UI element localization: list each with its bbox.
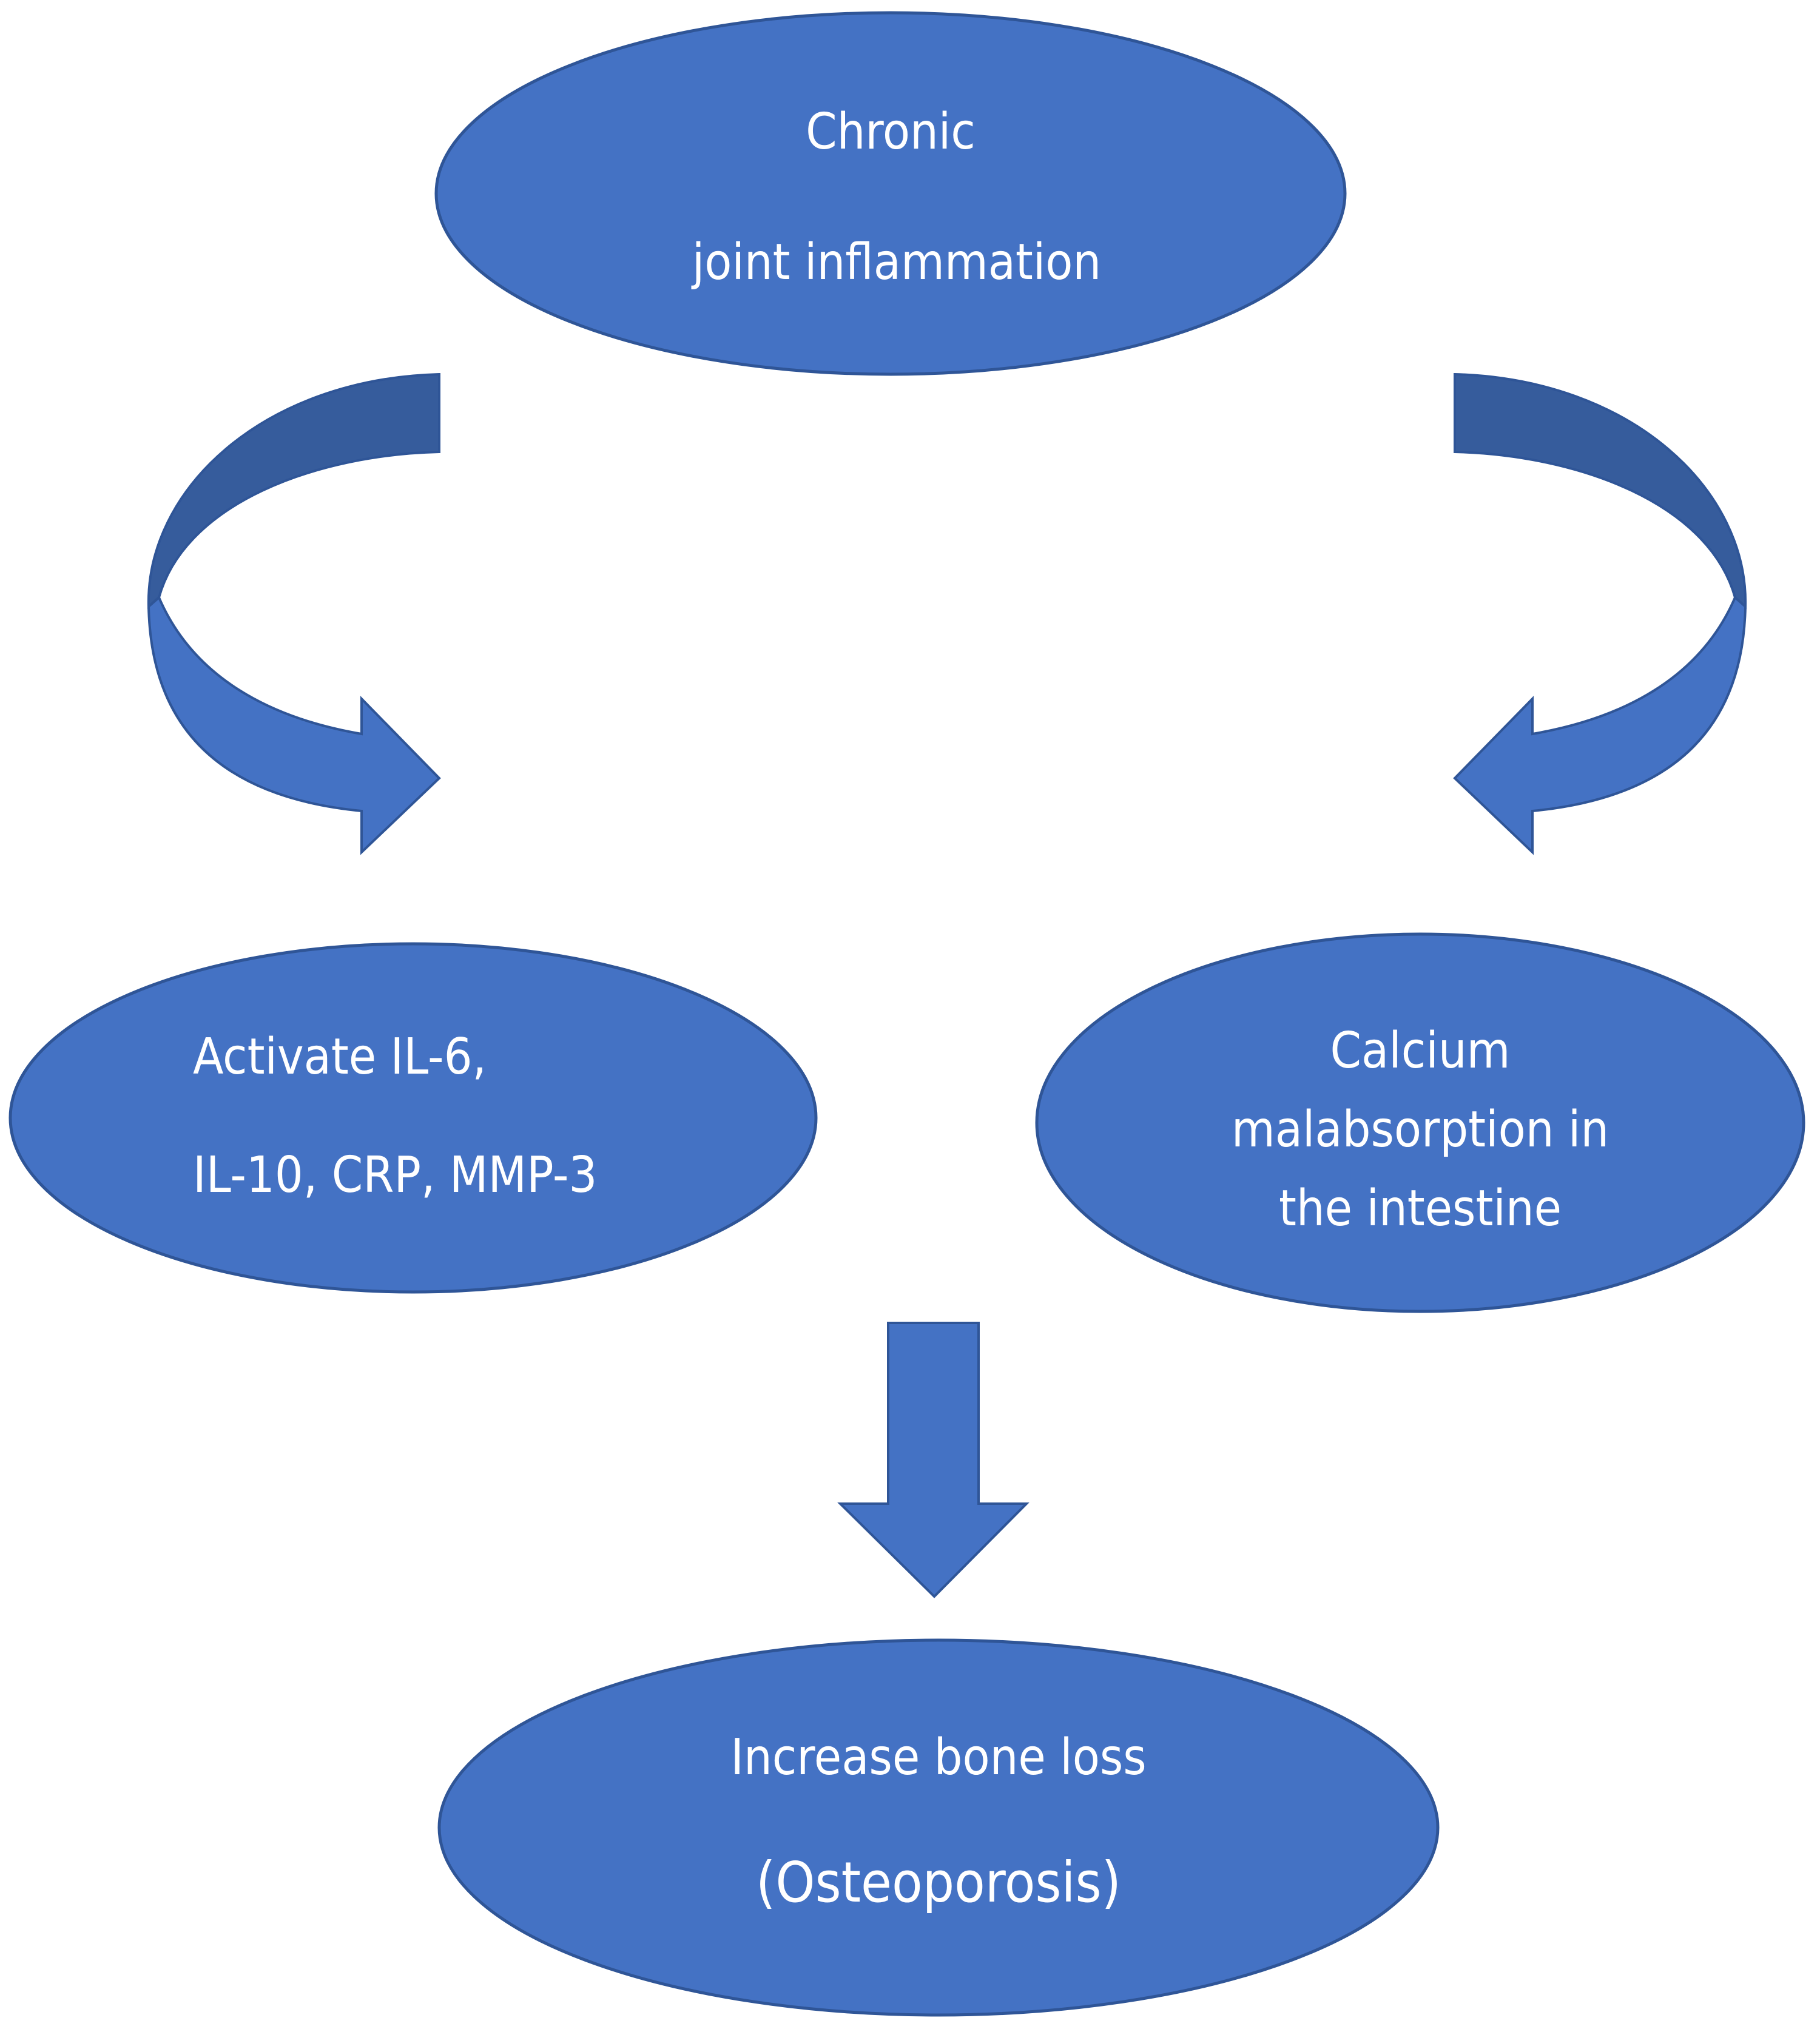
node-right-line-1: Calcium [1330, 1022, 1511, 1080]
node-calcium-malabsorption: Calcium malabsorption in the intestine [1035, 932, 1805, 1313]
node-top-ellipse [434, 11, 1347, 376]
curved-arrow-left [147, 372, 441, 855]
node-top-line-1: Chronic [806, 103, 976, 161]
node-right-ellipse [1035, 932, 1805, 1313]
curved-arrow-left-front [147, 595, 441, 855]
node-right-line-2: malabsorption in [1232, 1101, 1609, 1159]
node-increase-bone-loss: Increase bone loss (Osteoporosis) [437, 1638, 1440, 2017]
node-bottom-line-2: (Osteoporosis) [756, 1850, 1121, 1915]
curved-arrow-right-front [1453, 595, 1747, 855]
node-left-line-1: Activate IL-6, [193, 1028, 487, 1086]
curved-arrow-left-back [147, 372, 440, 610]
node-left-line-2: IL-10, CRP, MMP-3 [193, 1146, 597, 1204]
node-bottom-ellipse [437, 1638, 1440, 2017]
node-right-line-3: the intestine [1279, 1180, 1562, 1237]
down-arrow [837, 1322, 1030, 1598]
node-left-ellipse [8, 942, 818, 1294]
node-top-line-2: joint inflammation [691, 234, 1101, 291]
node-activate-cytokines: Activate IL-6, IL-10, CRP, MMP-3 [8, 942, 818, 1294]
node-bottom-line-1: Increase bone loss [730, 1729, 1147, 1786]
node-chronic-joint-inflammation: Chronic joint inflammation [434, 11, 1347, 376]
curved-arrow-right [1453, 372, 1747, 855]
curved-arrow-right-back [1454, 372, 1747, 610]
